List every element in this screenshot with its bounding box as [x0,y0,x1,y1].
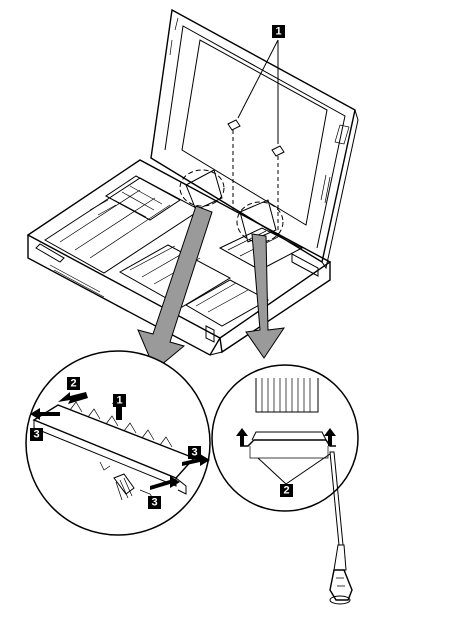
screwdriver-icon [329,451,353,605]
zoom-arrow-icon [137,205,213,371]
callout-screws: 1 [272,25,285,38]
callout-connector: 2 [280,484,293,497]
svg-text:1: 1 [275,26,281,38]
callout-3: 3 [30,428,43,441]
svg-text:1: 1 [116,395,122,407]
svg-text:3: 3 [151,497,157,509]
svg-text:2: 2 [283,485,289,497]
screw-icon [271,145,285,238]
callout-3: 3 [148,496,161,509]
zoom-arrow-icon [245,233,286,359]
svg-text:3: 3 [191,447,197,459]
zoom-circle-left: 1 2 3 3 3 [25,350,211,536]
svg-text:2: 2 [70,378,76,390]
callout-1: 1 [113,394,126,407]
laptop-illustration [26,8,359,356]
callout-3: 3 [188,446,201,459]
svg-text:3: 3 [33,429,39,441]
screw-icon [227,119,241,210]
zoom-circle-right: 2 [211,364,359,512]
callout-2: 2 [67,377,80,390]
